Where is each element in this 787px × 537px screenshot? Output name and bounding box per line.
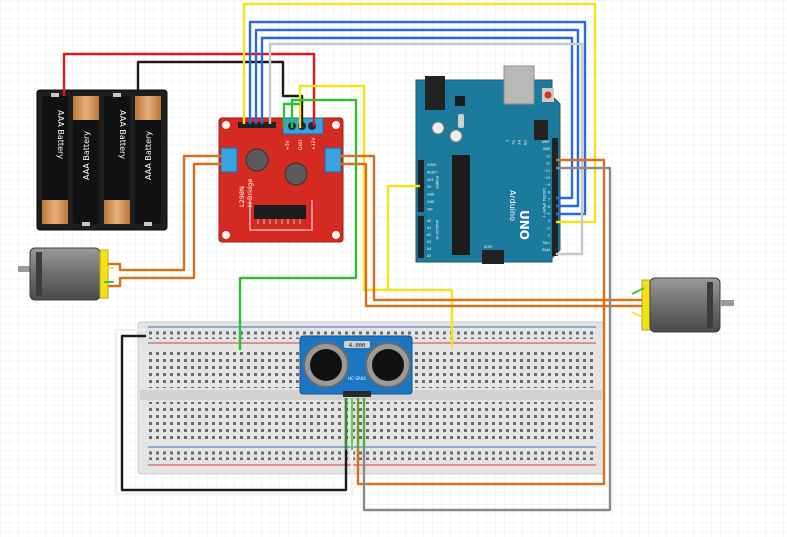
sensor-crystal-label: 4.000 xyxy=(349,343,366,349)
hbridge-subtitle: H-Bridge xyxy=(246,179,254,207)
pin-label: 4 xyxy=(548,219,550,223)
pin-label: VIN xyxy=(427,207,433,211)
battery-label: AAA Battery xyxy=(56,110,65,159)
capacitor xyxy=(284,162,308,186)
rx-label: RX xyxy=(517,140,521,145)
l298n-h-bridge: L298N H-Bridge +5V GND +12V xyxy=(218,117,344,243)
battery-label: AAA Battery xyxy=(144,131,153,180)
pin-label: RESET xyxy=(427,170,437,174)
wire-black-gnd xyxy=(120,334,348,492)
pin-label: A2 xyxy=(427,233,431,237)
wire-blue-in1 xyxy=(248,20,587,216)
pin-label: TX▸1 xyxy=(541,241,550,245)
pin-label: 7 xyxy=(548,198,550,202)
wire-white-in4 xyxy=(268,42,584,256)
pin-label-5v: +5V xyxy=(285,139,291,150)
battery-label: AAA Battery xyxy=(82,131,91,180)
wire-blue-in3 xyxy=(260,36,574,200)
pin-label: A3 xyxy=(427,240,431,244)
battery-label: AAA Battery xyxy=(118,110,127,159)
wire-green-loop xyxy=(282,102,300,128)
pin-label: ~10 xyxy=(543,176,550,180)
pin-label: GND xyxy=(427,193,435,197)
on-label: ON xyxy=(523,140,527,146)
pin-label: ~11 xyxy=(543,169,550,173)
pin-label-gnd: GND xyxy=(298,139,304,150)
pin-label: IOREF xyxy=(427,163,437,167)
dc-motor-left xyxy=(18,247,109,301)
pin-label: ~5 xyxy=(545,212,550,216)
pin-label: 8 xyxy=(548,190,550,194)
capacitor xyxy=(245,148,269,172)
analog-header xyxy=(418,216,424,258)
power-header xyxy=(418,160,424,212)
arduino-brand: Arduino xyxy=(508,190,517,221)
digital-header xyxy=(552,138,558,256)
l-label: L xyxy=(505,140,509,142)
wire-motor-a-orange xyxy=(108,154,222,272)
wire-battery-positive xyxy=(62,52,316,126)
wire-motor-b-lead-yellow xyxy=(631,311,645,319)
hc-sr04-sensor: 4.000 HC-SR04 xyxy=(299,335,413,397)
pin-label: 2 xyxy=(548,234,550,238)
hbridge-title: L298N xyxy=(238,186,246,207)
wire-blue-in2 xyxy=(254,28,580,208)
wire-motor-b-orange-2 xyxy=(340,162,642,308)
wire-yellow-arduino xyxy=(386,184,420,290)
wire-orange-trig xyxy=(356,158,606,486)
arduino-uno: Arduino UNO POWER ANALOG IN DIGITAL (PWM… xyxy=(415,65,561,264)
sensor-model-label: HC-SR04 xyxy=(348,376,366,381)
wires xyxy=(62,2,645,512)
wire-motor-a-orange-2 xyxy=(108,162,222,288)
aaa-battery-cell: AAA Battery xyxy=(135,96,161,226)
pin-label: ~6 xyxy=(545,205,550,209)
pin-label-12v: +12V xyxy=(311,137,317,150)
pin-label: ~3 xyxy=(545,226,550,230)
arduino-model: UNO xyxy=(517,210,531,240)
analog-section-label: ANALOG IN xyxy=(435,220,439,240)
motor-a-terminal xyxy=(220,147,238,173)
wire-motor-b-lead-green xyxy=(631,287,645,295)
pin-label: ~9 xyxy=(545,183,550,187)
pin-label: GND xyxy=(427,200,435,204)
wire-motor-b-orange xyxy=(340,154,642,302)
pin-label: 12 xyxy=(546,162,550,166)
aaa-battery-cell: AAA Battery xyxy=(104,93,130,224)
dc-motor-right xyxy=(641,277,734,333)
pin-label: A4 xyxy=(427,247,431,251)
l298n-chip xyxy=(254,205,306,219)
motor-b-terminal xyxy=(324,147,342,173)
wire-white-vcc xyxy=(114,328,354,496)
battery-pack: AAA Battery AAA Battery AAA Battery AAA Bat… xyxy=(36,89,168,231)
pin-label: 5V xyxy=(427,185,432,189)
icsp-header xyxy=(534,120,548,140)
aaa-battery-cell: AAA Battery xyxy=(42,93,68,224)
pin-label: 3V3 xyxy=(427,178,433,182)
pin-label: RX◂0 xyxy=(542,248,550,252)
pin-label: A1 xyxy=(427,226,431,230)
pin-label: 13 xyxy=(546,154,550,158)
usb-port xyxy=(503,65,535,105)
dc-power-jack xyxy=(425,76,445,110)
power-section-label: POWER xyxy=(435,176,439,190)
pin-label: AREF xyxy=(542,140,550,144)
aaa-battery-cell: AAA Battery xyxy=(73,96,99,226)
icsp-label: ICSP xyxy=(484,245,492,249)
tx-label: TX xyxy=(511,139,515,145)
pin-label: A0 xyxy=(427,219,431,223)
digital-section-label: DIGITAL (PWM~) xyxy=(542,188,546,218)
wire-gray-echo xyxy=(362,166,612,512)
pin-label: A5 xyxy=(427,254,431,258)
atmega-chip xyxy=(452,155,470,255)
pin-label: GND xyxy=(543,147,551,151)
